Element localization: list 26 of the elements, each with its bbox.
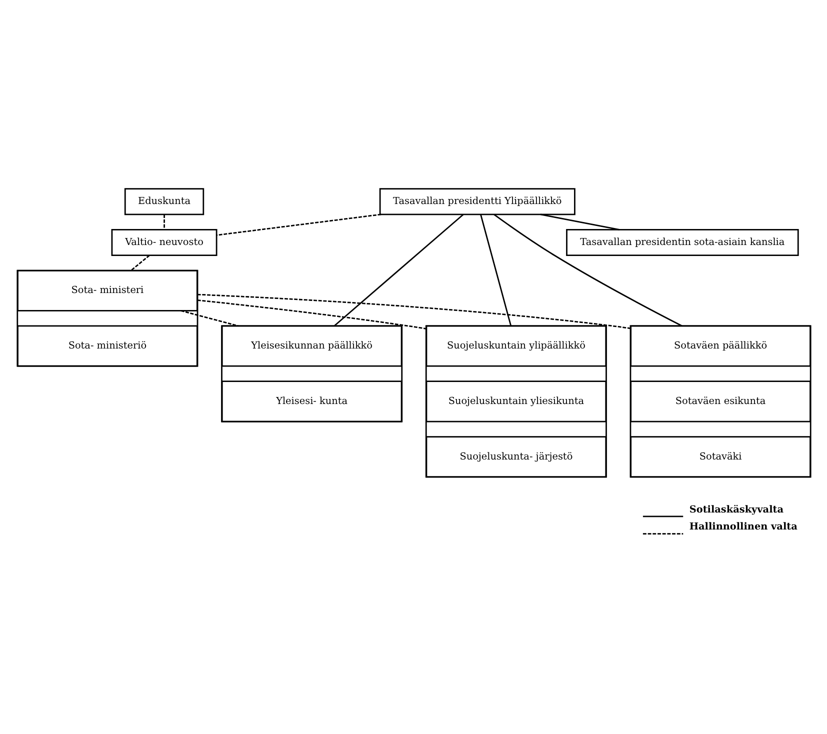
node-box: Suojeluskuntain ylipäällikkö: [425, 324, 606, 366]
node-box: Suojeluskunta- järjestö: [425, 436, 606, 478]
connector: [130, 254, 150, 270]
node-box: Yleisesi- kunta: [220, 380, 402, 422]
node-box: Eduskunta: [124, 188, 204, 215]
connector: [216, 213, 381, 236]
node-box: Suojeluskuntain yliesikunta: [425, 380, 606, 422]
node-box: Sota- ministeriö: [16, 324, 198, 366]
node-box: Sota- ministeri: [16, 269, 198, 311]
connector: [480, 214, 512, 326]
legend-label: Hallinnollinen valta: [688, 521, 797, 532]
connector: [196, 298, 426, 329]
legend-label: Sotilaskäskyvalta: [688, 504, 784, 515]
connector: [493, 214, 682, 326]
node-box: Sotaväki: [630, 436, 810, 478]
node-box: Valtio- neuvosto: [110, 228, 217, 256]
node-box: Tasavallan presidentti Ylipäällikkö: [378, 188, 575, 215]
node-box: Tasavallan presidentin sota-asiain kanslia: [566, 228, 798, 256]
connector: [540, 213, 620, 230]
node-box: Sotaväen päällikkö: [630, 324, 810, 366]
connector: [180, 310, 238, 326]
node-box: Sotaväen esikunta: [630, 380, 810, 422]
connector: [334, 213, 464, 326]
node-box: Yleisesikunnan päällikkö: [220, 324, 402, 366]
connector: [196, 293, 630, 329]
connector: [163, 214, 164, 230]
